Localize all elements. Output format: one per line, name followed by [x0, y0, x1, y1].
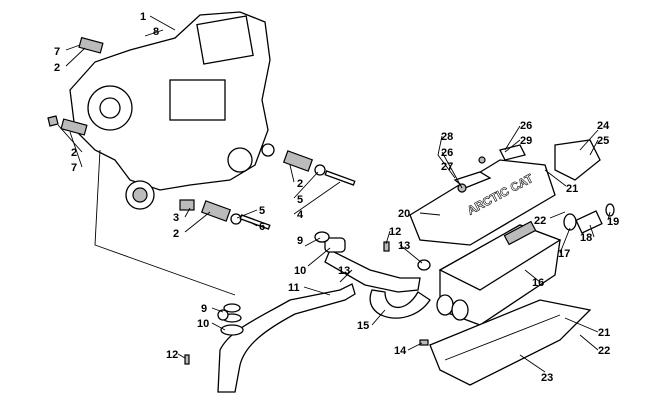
callout-28: 28 — [441, 131, 453, 143]
callout-2: 2 — [297, 178, 303, 190]
callout-9: 9 — [297, 235, 303, 247]
callout-25: 25 — [597, 135, 609, 147]
callout-6: 6 — [259, 221, 265, 233]
callout-13: 13 — [398, 240, 410, 252]
callout-17: 17 — [558, 248, 570, 260]
callout-2: 2 — [54, 62, 60, 74]
callout-5: 5 — [259, 205, 265, 217]
fasteners — [184, 156, 486, 365]
callout-2: 2 — [173, 228, 179, 240]
spark-arrestor — [554, 139, 615, 234]
callout-2: 2 — [71, 147, 77, 159]
heat-shield-bottom — [429, 299, 592, 386]
leader-lines — [57, 15, 611, 373]
callout-12: 12 — [389, 226, 401, 238]
callout-23: 23 — [541, 372, 553, 384]
studs — [47, 36, 356, 230]
callout-8: 8 — [153, 26, 159, 38]
head-pipe — [217, 283, 356, 393]
callout-7: 7 — [54, 46, 60, 58]
callout-18: 18 — [580, 232, 592, 244]
callout-3: 3 — [173, 212, 179, 224]
callout-1: 1 — [140, 11, 146, 23]
callout-24: 24 — [597, 120, 610, 132]
callout-21: 21 — [598, 327, 610, 339]
callout-7: 7 — [71, 162, 77, 174]
mid-pipe — [314, 231, 431, 319]
callout-13: 13 — [338, 265, 350, 277]
heat-shield-top: ARCTIC CAT — [409, 144, 556, 246]
callout-11: 11 — [288, 282, 300, 294]
callout-15: 15 — [357, 320, 369, 332]
callout-12: 12 — [166, 349, 178, 361]
callout-10: 10 — [197, 318, 209, 330]
callout-26: 26 — [520, 120, 532, 132]
callout-10: 10 — [294, 265, 306, 277]
callout-29: 29 — [520, 135, 532, 147]
callout-14: 14 — [394, 345, 407, 357]
callout-9: 9 — [201, 303, 207, 315]
muffler — [436, 220, 562, 326]
callout-21: 21 — [566, 183, 578, 195]
callout-4: 4 — [297, 209, 304, 221]
callout-20: 20 — [398, 208, 410, 220]
callout-26: 26 — [441, 147, 453, 159]
engine-assembly — [69, 11, 275, 210]
callout-19: 19 — [607, 216, 619, 228]
callout-22: 22 — [534, 215, 546, 227]
callout-27: 27 — [441, 161, 453, 173]
callouts: 1 8 7 2 2 7 2 5 4 3 2 5 6 28 26 27 26 29… — [54, 11, 619, 384]
callout-16: 16 — [532, 277, 544, 289]
callout-5: 5 — [297, 194, 303, 206]
callout-22: 22 — [598, 345, 610, 357]
